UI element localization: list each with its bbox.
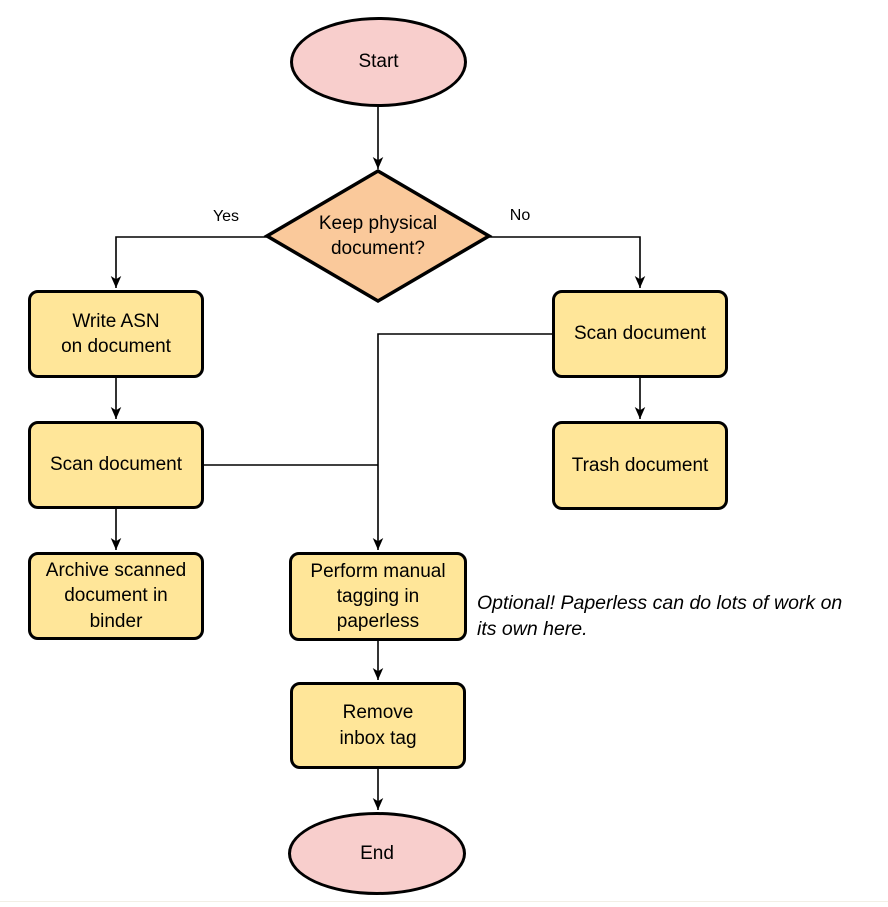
process-archive-scanned: Archive scanned document in binder (28, 552, 204, 640)
edge-decision-yes-to-write-asn (110, 236, 268, 288)
edge-scan-right-to-tagging (372, 333, 552, 550)
edge-label-yes: Yes (212, 208, 240, 225)
edge-decision-no-to-scan-right (488, 236, 646, 288)
end-terminal: End (288, 812, 466, 895)
decision-keep-physical-shape (263, 168, 493, 304)
process-trash-document: Trash document (552, 421, 728, 510)
process-remove-inbox-tag: Remove inbox tag (290, 682, 466, 769)
process-scan-document-right: Scan document (552, 290, 728, 378)
page-bottom-border (0, 901, 888, 902)
edge-label-no: No (509, 207, 531, 224)
process-manual-tagging: Perform manual tagging in paperless (289, 552, 467, 641)
start-terminal: Start (290, 17, 467, 107)
process-scan-document-left: Scan document (28, 421, 204, 509)
process-write-asn: Write ASN on document (28, 290, 204, 378)
decision-keep-physical-label: Keep physical document? (318, 212, 438, 259)
optional-note: Optional! Paperless can do lots of work … (477, 592, 843, 640)
